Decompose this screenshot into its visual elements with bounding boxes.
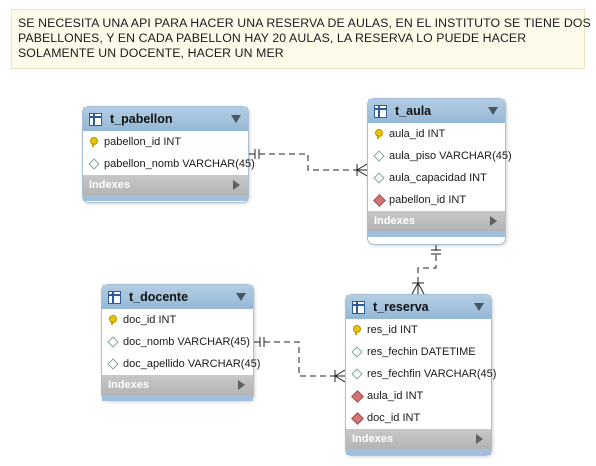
indexes-section[interactable]: Indexes [83,175,248,195]
collapse-arrow-icon[interactable] [236,293,246,301]
primary-key-icon [352,325,362,335]
table-header[interactable]: t_reserva [346,295,491,319]
table-t-aula[interactable]: t_aula aula_id INT aula_piso VARCHAR(45)… [367,98,512,245]
column-row[interactable]: aula_id INT [346,385,491,407]
table-icon [89,112,102,126]
column-row[interactable]: res_fechin DATETIME [346,341,491,363]
table-footer [368,231,505,237]
table-header[interactable]: t_aula [368,99,505,123]
attribute-icon [108,337,118,347]
indexes-label: Indexes [374,215,415,227]
diagram-note: SE NECESITA UNA API PARA HACER UNA RESER… [11,9,591,69]
primary-key-icon [374,129,384,139]
expand-arrow-icon[interactable] [233,180,240,190]
indexes-section[interactable]: Indexes [102,375,253,395]
column-label: doc_id INT [123,314,177,326]
note-line: PABELLONES, Y EN CADA PABELLON HAY 20 AU… [18,31,527,45]
attribute-icon [108,359,118,369]
column-row[interactable]: doc_id INT [102,309,253,331]
column-label: aula_capacidad INT [389,172,487,184]
attribute-icon [89,159,99,169]
table-icon [352,300,365,314]
collapse-arrow-icon[interactable] [231,115,241,123]
column-label: doc_id INT [367,412,421,424]
collapse-arrow-icon[interactable] [474,303,484,311]
table-t-reserva[interactable]: t_reserva res_id INT res_fechin DATETIME… [345,294,496,456]
table-name: t_pabellon [110,112,173,126]
rel-aula-reserva [417,245,437,294]
expand-arrow-icon[interactable] [238,380,245,390]
column-row[interactable]: doc_nomb VARCHAR(45) [102,331,253,353]
indexes-label: Indexes [89,179,130,191]
table-header[interactable]: t_docente [102,285,253,309]
table-icon [108,290,121,304]
crowfoot [334,369,346,377]
crowfoot [356,163,368,171]
collapse-arrow-icon[interactable] [488,107,498,115]
indexes-section[interactable]: Indexes [346,429,491,449]
column-row[interactable]: doc_id INT [346,407,491,429]
expand-arrow-icon[interactable] [476,434,483,444]
foreign-key-icon [374,195,384,205]
attribute-icon [374,173,384,183]
table-t-pabellon[interactable]: t_pabellon pabellon_id INT pabellon_nomb… [82,106,255,203]
primary-key-icon [89,137,99,147]
primary-key-icon [108,315,118,325]
column-row[interactable]: doc_apellido VARCHAR(45) [102,353,260,375]
column-label: aula_piso VARCHAR(45) [389,150,512,162]
table-footer [83,195,248,201]
column-row[interactable]: aula_capacidad INT [368,167,505,189]
attribute-icon [352,347,362,357]
column-row[interactable]: aula_piso VARCHAR(45) [368,145,512,167]
table-name: t_docente [129,290,189,304]
column-row[interactable]: pabellon_id INT [83,131,248,153]
table-t-docente[interactable]: t_docente doc_id INT doc_nomb VARCHAR(45… [101,284,260,401]
attribute-icon [374,151,384,161]
column-label: res_id INT [367,324,418,336]
column-label: doc_nomb VARCHAR(45) [123,336,250,348]
column-row[interactable]: aula_id INT [368,123,505,145]
crowfoot [334,375,346,383]
column-label: pabellon_nomb VARCHAR(45) [104,158,255,170]
crowfoot [356,169,368,177]
column-label: aula_id INT [389,128,446,140]
note-line: SE NECESITA UNA API PARA HACER UNA RESER… [18,16,591,30]
column-label: res_fechfin VARCHAR(45) [367,368,497,380]
column-row[interactable]: pabellon_nomb VARCHAR(45) [83,153,255,175]
column-row[interactable]: res_id INT [346,319,491,341]
note-line: SOLAMENTE UN DOCENTE, HACER UN MER [18,46,284,60]
column-label: pabellon_id INT [104,136,182,148]
column-row[interactable]: res_fechfin VARCHAR(45) [346,363,496,385]
indexes-label: Indexes [352,433,393,445]
column-label: doc_apellido VARCHAR(45) [123,358,261,370]
table-footer [346,449,491,455]
foreign-key-icon [352,413,362,423]
foreign-key-icon [352,391,362,401]
column-label: aula_id INT [367,390,424,402]
indexes-section[interactable]: Indexes [368,211,505,231]
table-name: t_reserva [373,300,429,314]
table-header[interactable]: t_pabellon [83,107,248,131]
column-label: pabellon_id INT [389,194,467,206]
rel-docente-reserva [254,341,345,377]
column-label: res_fechin DATETIME [367,346,476,358]
crowfoot [417,282,425,295]
rel-pabellon-aula [249,153,367,171]
table-name: t_aula [395,104,432,118]
table-footer [102,395,253,401]
table-icon [374,104,387,118]
column-row[interactable]: pabellon_id INT [368,189,505,211]
expand-arrow-icon[interactable] [490,216,497,226]
attribute-icon [352,369,362,379]
crowfoot [411,282,419,295]
indexes-label: Indexes [108,379,149,391]
